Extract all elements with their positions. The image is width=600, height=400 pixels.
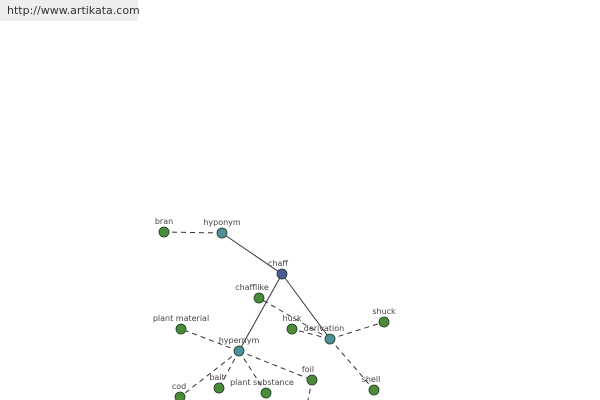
edge-hyponym-bran	[163, 231, 223, 234]
word-label-plant-material[interactable]: plant material	[153, 314, 209, 323]
word-node-husk[interactable]	[286, 323, 298, 335]
word-node-foil[interactable]	[306, 374, 318, 386]
relation-label-derivation[interactable]: derivation	[304, 324, 344, 333]
word-node-shell[interactable]	[368, 384, 380, 396]
word-label-bait[interactable]: bait	[209, 373, 224, 382]
word-label-plant-substance[interactable]: plant substance	[230, 378, 294, 387]
word-node-plant-material[interactable]	[175, 323, 187, 335]
word-label-chafflike[interactable]: chafflike	[235, 283, 269, 292]
edge-derivation-husk	[291, 328, 331, 340]
word-label-bran[interactable]: bran	[155, 217, 173, 226]
word-node-bait[interactable]	[213, 382, 225, 394]
relation-label-hypernym[interactable]: hypernym	[219, 336, 260, 345]
word-label-foil[interactable]: foil	[302, 365, 314, 374]
word-node-plant-substance[interactable]	[260, 387, 272, 399]
word-node-cod[interactable]	[174, 391, 186, 400]
center-node-chaff[interactable]	[276, 268, 288, 280]
word-label-shuck[interactable]: shuck	[372, 307, 396, 316]
word-node-bran[interactable]	[158, 226, 170, 238]
edge-chaff-hypernym	[238, 273, 283, 352]
edge-derivation-chafflike	[258, 297, 331, 340]
edge-chaff-derivation	[281, 273, 331, 340]
word-label-husk[interactable]: husk	[283, 314, 302, 323]
word-label-cod[interactable]: cod	[172, 382, 186, 391]
edge-hypernym-foil	[238, 350, 313, 381]
word-node-shuck[interactable]	[378, 316, 390, 328]
center-label-chaff[interactable]: chaff	[268, 259, 288, 268]
edge-chaff-hyponym	[221, 232, 283, 275]
edge-derivation-shuck	[329, 321, 385, 340]
edge-hypernym-bait	[218, 350, 240, 389]
source-url[interactable]: http://www.artikata.com	[0, 0, 140, 21]
word-label-shell[interactable]: shell	[362, 375, 381, 384]
relation-node-hyponym[interactable]	[216, 227, 228, 239]
edge-hypernym-plant-material	[180, 328, 240, 352]
relation-node-hypernym[interactable]	[233, 345, 245, 357]
relation-label-hyponym[interactable]: hyponym	[203, 218, 241, 227]
word-node-chafflike[interactable]	[253, 292, 265, 304]
relation-node-derivation[interactable]	[324, 333, 336, 345]
edge-derivation-shell	[329, 338, 375, 391]
edge-hypernym-cod	[179, 350, 240, 398]
